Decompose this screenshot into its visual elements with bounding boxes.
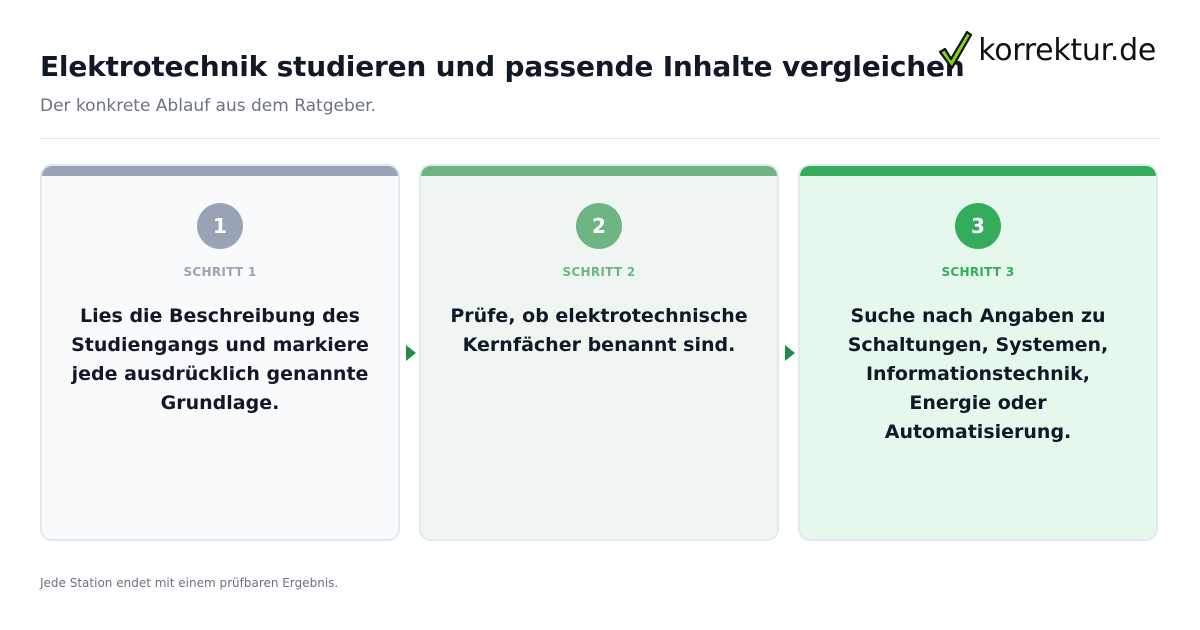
step-label: SCHRITT 2 (562, 265, 636, 279)
page-subtitle: Der konkrete Ablauf aus dem Ratgeber. (40, 96, 377, 116)
step-number-badge: 1 (197, 203, 243, 249)
arrow-right-icon (406, 345, 416, 361)
step-accent-bar (421, 166, 777, 176)
step-card-3: 3 SCHRITT 3 Suche nach Angaben zu Schalt… (798, 164, 1158, 541)
footer-note: Jede Station endet mit einem prüfbaren E… (40, 576, 339, 590)
header-divider (40, 138, 1160, 139)
step-description: Lies die Beschreibung des Studiengangs u… (71, 305, 369, 414)
step-number-badge: 2 (576, 203, 622, 249)
step-label: SCHRITT 3 (941, 265, 1015, 279)
brand-name: korrektur.de (978, 32, 1156, 68)
step-label: SCHRITT 1 (183, 265, 257, 279)
arrow-right-icon (785, 345, 795, 361)
step-description: Suche nach Angaben zu Schaltungen, Syste… (847, 305, 1109, 443)
page-title: Elektrotechnik studieren und passende In… (40, 50, 965, 83)
step-card-1: 1 SCHRITT 1 Lies die Beschreibung des St… (40, 164, 400, 541)
step-accent-bar (42, 166, 398, 176)
step-accent-bar (800, 166, 1156, 176)
check-icon (939, 30, 973, 70)
step-description: Prüfe, ob elektrotechnische Kernfächer b… (450, 305, 748, 356)
step-number-badge: 3 (955, 203, 1001, 249)
step-card-2: 2 SCHRITT 2 Prüfe, ob elektrotechnische … (419, 164, 779, 541)
brand-logo[interactable]: korrektur.de (938, 30, 1156, 70)
